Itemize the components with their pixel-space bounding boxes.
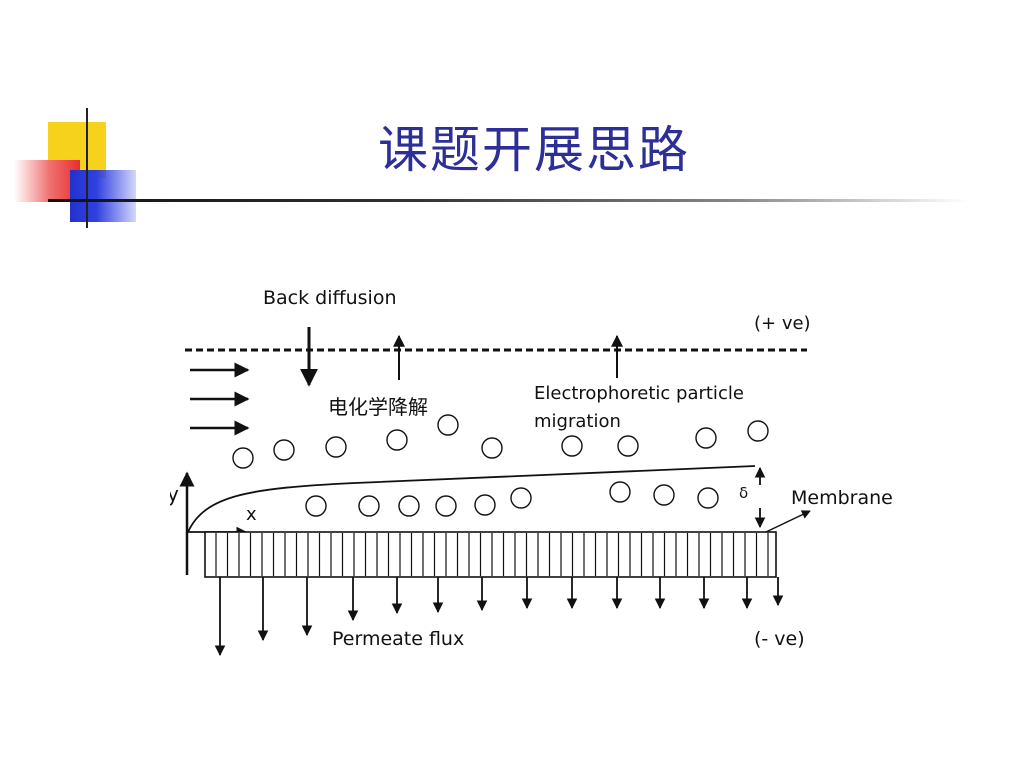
particle	[398, 495, 420, 517]
negative-electrode-label: (- ve)	[754, 628, 805, 650]
membrane	[204, 531, 777, 578]
particle	[609, 481, 631, 503]
particle	[325, 436, 347, 458]
permeate-flux-label: Permeate flux	[332, 628, 464, 650]
decor-blue-square	[70, 170, 136, 222]
back-diffusion-label: Back diffusion	[263, 287, 396, 309]
slide-title: 课题开展思路	[378, 121, 690, 179]
particle	[437, 414, 459, 436]
feed-flow-arrows	[190, 362, 250, 436]
title-underline	[48, 199, 968, 202]
particle	[747, 420, 769, 442]
particle	[561, 435, 583, 457]
electrochemical-degradation-label: 电化学降解	[328, 395, 428, 419]
particle	[697, 487, 719, 509]
electrophoretic-migration-label-line2: migration	[534, 411, 621, 432]
particle	[653, 484, 675, 506]
x-axis-label: x	[246, 504, 257, 525]
delta-label: δ	[739, 484, 748, 502]
particle	[232, 447, 254, 469]
electrophoretic-migration-label-line1: Electrophoretic particle	[534, 383, 744, 404]
positive-electrode-label: (+ ve)	[754, 313, 811, 334]
particle	[695, 427, 717, 449]
particle	[481, 437, 503, 459]
particle	[617, 435, 639, 457]
decor-vertical-line	[86, 108, 88, 228]
particle	[510, 487, 532, 509]
boundary-layer-particles	[305, 481, 719, 517]
bulk-particles	[232, 414, 769, 469]
particle	[358, 495, 380, 517]
membrane-pointer-arrow	[765, 510, 811, 533]
particle	[435, 495, 457, 517]
particle	[386, 429, 408, 451]
boundary-layer-curve	[187, 465, 756, 533]
y-axis-label: y	[170, 482, 179, 506]
particle	[474, 494, 496, 516]
particle	[273, 439, 295, 461]
membrane-pores	[215, 533, 769, 576]
particle	[305, 495, 327, 517]
membrane-label: Membrane	[791, 487, 893, 509]
decor-red-square	[14, 160, 80, 202]
permeate-flux-arrows	[214, 577, 784, 657]
membrane-filtration-diagram: Back diffusion (+ ve) 电化学降解 Electrophore…	[170, 287, 893, 657]
